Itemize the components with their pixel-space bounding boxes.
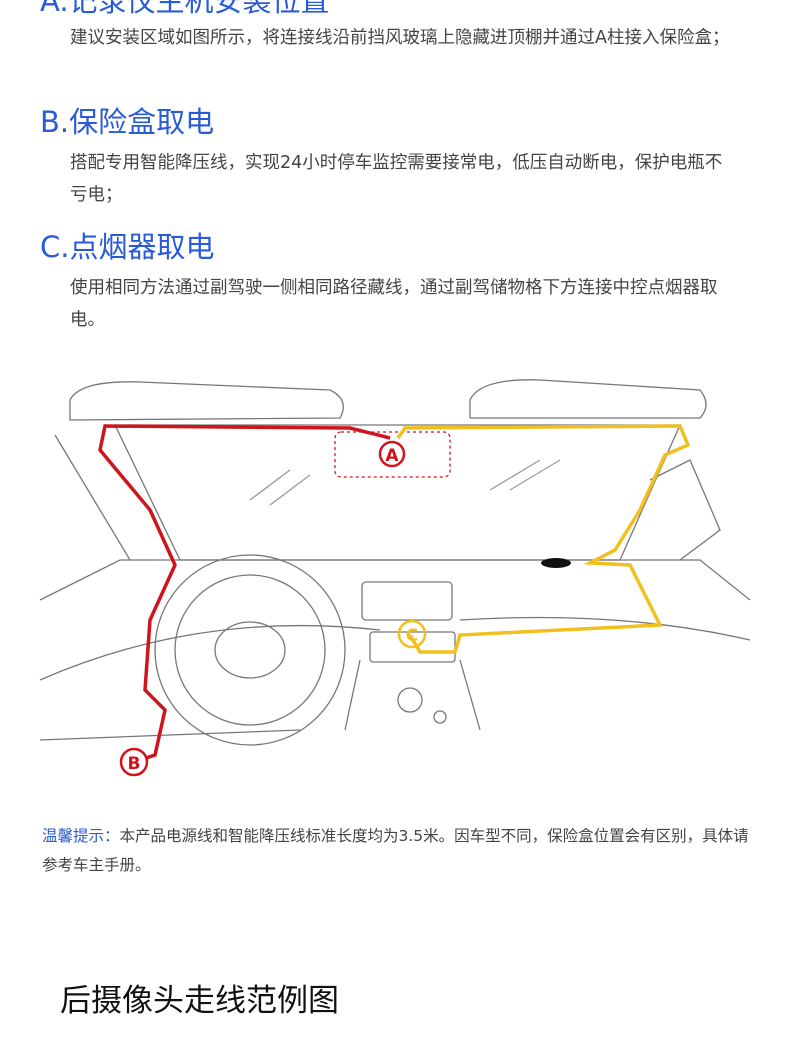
tip-text: 本产品电源线和智能降压线标准长度均为3.5米。因车型不同，保险盒位置会有区别，具… xyxy=(42,827,749,874)
wiring-diagram: A B C xyxy=(39,379,751,777)
section-c-text: 使用相同方法通过副驾驶一侧相同路径藏线，通过副驾储物格下方连接中控点烟器取电。 xyxy=(70,278,718,330)
section-b-text: 搭配专用智能降压线，实现24小时停车监控需要接常电，低压自动断电，保护电瓶不亏电… xyxy=(70,153,723,205)
marker-a: A xyxy=(385,446,399,466)
section-c-title: C.点烟器取电 xyxy=(40,230,215,264)
tip: 温馨提示：本产品电源线和智能降压线标准长度均为3.5米。因车型不同，保险盒位置会… xyxy=(42,822,752,880)
next-section-title: 后摄像头走线范例图 xyxy=(60,983,339,1019)
marker-c: C xyxy=(406,626,418,646)
section-b-title: B.保险盒取电 xyxy=(40,105,215,139)
marker-b: B xyxy=(128,754,141,774)
red-wire xyxy=(98,424,391,762)
section-a-title: A.记录仪主机安装位置 xyxy=(40,0,330,18)
yellow-wire xyxy=(396,424,691,654)
tip-label: 温馨提示： xyxy=(42,827,120,845)
section-a-text: 建议安装区域如图所示，将连接线沿前挡风玻璃上隐藏进顶棚并通过A柱接入保险盒； xyxy=(70,28,730,48)
